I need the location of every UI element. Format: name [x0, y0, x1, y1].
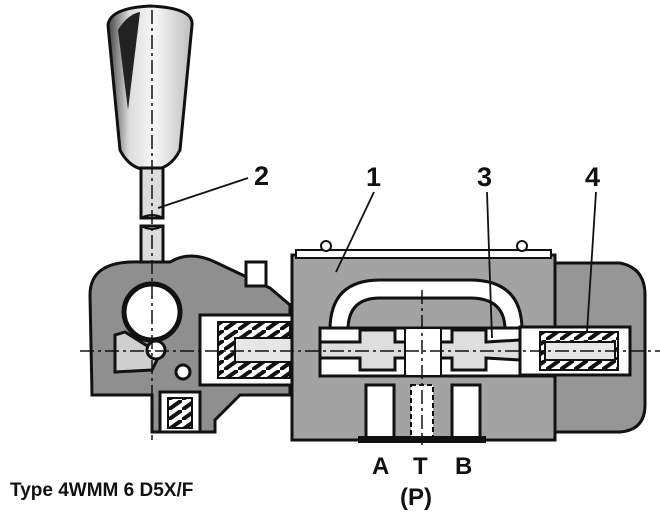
callout-2: 2 — [254, 161, 269, 191]
port-label-p: (P) — [400, 484, 432, 511]
center-lines — [80, 10, 660, 445]
callout-3: 3 — [477, 162, 492, 192]
port-label-b: B — [455, 453, 472, 480]
leader-lines — [157, 177, 597, 339]
callout-4: 4 — [585, 162, 600, 192]
port-channel-b — [450, 383, 482, 442]
lever-housing — [88, 254, 292, 434]
callout-1: 1 — [366, 162, 381, 192]
valve-body — [244, 240, 557, 443]
hand-lever — [106, 4, 194, 300]
port-label-t: T — [413, 453, 428, 480]
figure-caption: Type 4WMM 6 D5X/F — [10, 480, 193, 501]
port-label-a: A — [372, 453, 389, 480]
port-channel-a — [364, 383, 396, 442]
